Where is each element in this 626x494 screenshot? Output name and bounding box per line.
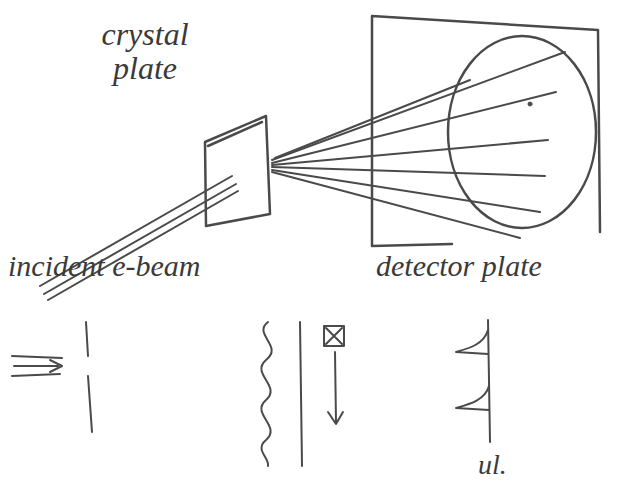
- part-label: crystal plate: [70, 18, 220, 85]
- wave-detector: [261, 322, 344, 466]
- beam-to-slit: [12, 322, 92, 432]
- crystal-plate: [205, 116, 270, 226]
- note-label: ul.: [478, 450, 538, 479]
- diffraction-ring: [448, 36, 596, 228]
- center-spot: [528, 102, 532, 106]
- part-label: detector plate: [376, 250, 620, 282]
- diffracted-rays: [272, 52, 565, 238]
- part-label: incident e-beam: [8, 250, 268, 282]
- intensity-peaks: [456, 320, 490, 442]
- detector-plate: [372, 16, 600, 246]
